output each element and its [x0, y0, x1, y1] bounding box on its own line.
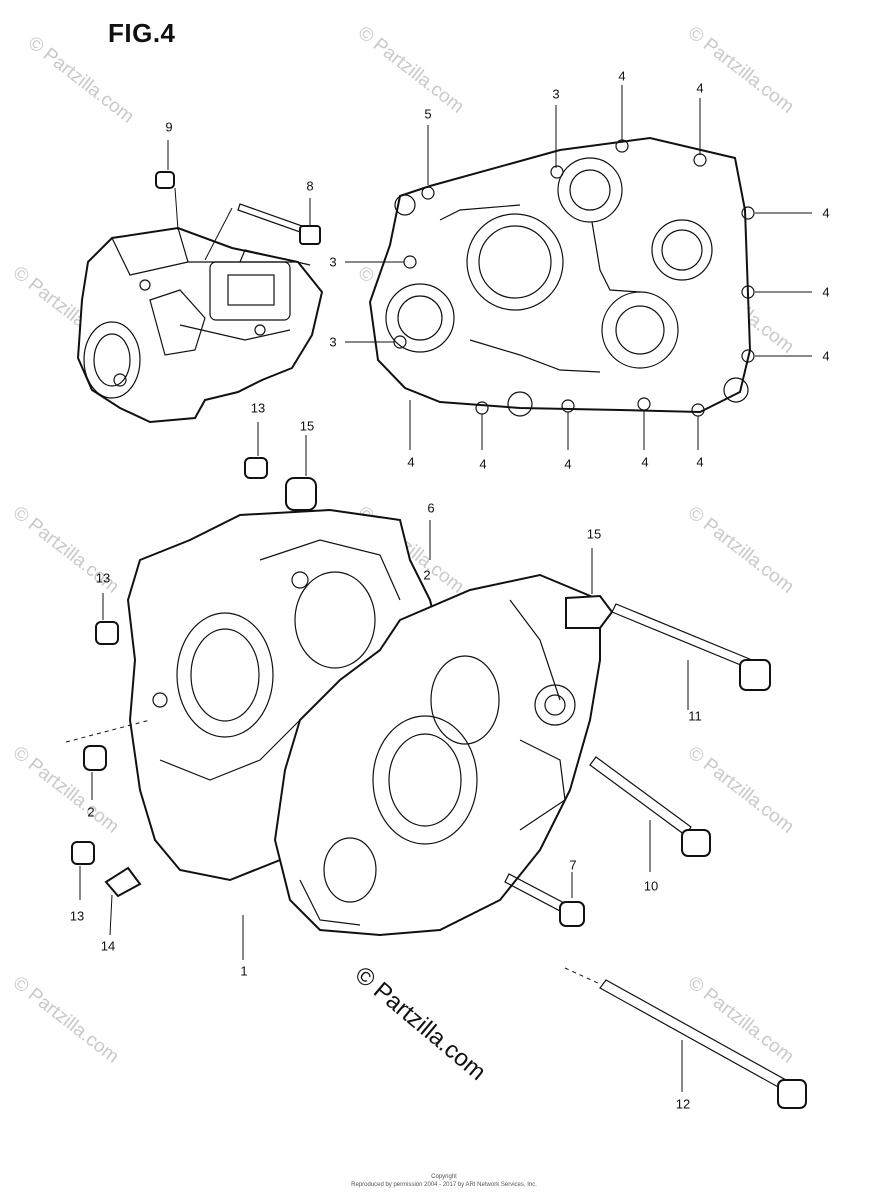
- nut-part-13: [71, 422, 268, 900]
- figure-title: FIG.4: [108, 18, 176, 48]
- callout-leaders: [345, 85, 812, 450]
- callout-4: 4: [479, 456, 487, 472]
- dowel-part-15-right: [565, 548, 614, 629]
- callout-4: 4: [564, 456, 572, 472]
- callout-10: 10: [643, 878, 659, 894]
- callout-4: 4: [618, 68, 626, 84]
- footer-reproduction-note: Reproduced by permission 2004 - 2017 by …: [351, 1182, 537, 1188]
- stud-part-7: [504, 872, 585, 927]
- callout-5: 5: [424, 106, 432, 122]
- callout-4: 4: [822, 284, 830, 300]
- callout-3: 3: [552, 86, 560, 102]
- callout-8: 8: [306, 178, 314, 194]
- bolt-part-12: [564, 967, 807, 1109]
- bolt-part-10: [589, 756, 711, 872]
- callout-13: 13: [95, 570, 111, 586]
- callout-6: 6: [427, 500, 435, 516]
- callout-13: 13: [250, 400, 266, 416]
- callout-2: 2: [423, 567, 431, 583]
- callout-4: 4: [407, 454, 415, 470]
- callout-2: 2: [87, 804, 95, 820]
- callout-13: 13: [69, 908, 85, 924]
- bolt-part-11: [611, 603, 771, 710]
- callout-15: 15: [299, 418, 315, 434]
- dowel-part-2: [65, 719, 151, 800]
- bolt-part-8: [204, 198, 321, 261]
- nut-part-9: [155, 140, 179, 231]
- callout-4: 4: [822, 205, 830, 221]
- callout-3: 3: [329, 254, 337, 270]
- callout-3: 3: [329, 334, 337, 350]
- washer-part-14: [104, 866, 142, 936]
- callout-15: 15: [586, 526, 602, 542]
- crankcase-right-cover-drawing: [368, 136, 755, 417]
- callout-4: 4: [696, 454, 704, 470]
- upper-crankcase-left-drawing: [76, 226, 324, 424]
- callout-4: 4: [641, 454, 649, 470]
- callout-4: 4: [822, 348, 830, 364]
- callout-11: 11: [688, 708, 702, 724]
- callout-7: 7: [569, 857, 577, 873]
- callout-14: 14: [100, 938, 116, 954]
- callout-9: 9: [165, 119, 173, 135]
- dowel-part-15: [285, 435, 317, 511]
- footer-copyright: Copyright: [431, 1174, 457, 1180]
- callout-4: 4: [696, 80, 704, 96]
- callout-1: 1: [240, 963, 248, 979]
- callout-12: 12: [675, 1096, 691, 1112]
